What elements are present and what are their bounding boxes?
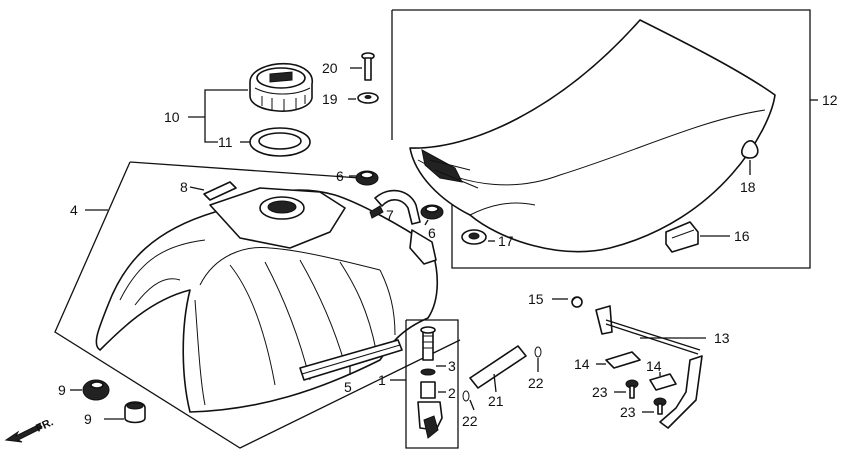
callout-9-lower: 9 (84, 411, 92, 427)
bolt-23-upper (614, 379, 639, 399)
callout-14-right: 14 (646, 358, 662, 374)
callout-20: 20 (322, 60, 338, 76)
fuel-tank-frame (54, 161, 461, 449)
damper-6-upper (349, 170, 379, 186)
bolt-20 (350, 52, 375, 81)
callout-2: 2 (448, 385, 456, 401)
front-direction-arrow: FR. (4, 416, 55, 443)
rubber-17 (461, 229, 495, 245)
clip-22-lower (462, 390, 475, 411)
bolt-23-lower (642, 397, 667, 415)
callout-13: 13 (714, 330, 730, 346)
gasket-11 (240, 127, 311, 157)
damper-9-upper (70, 379, 110, 401)
callout-23-upper: 23 (592, 384, 608, 400)
callout-11: 11 (218, 134, 233, 150)
fuel-valve-frame (390, 319, 459, 449)
callout-18: 18 (740, 179, 756, 195)
rubber-strip-5 (299, 339, 403, 381)
emblem-8 (189, 181, 237, 201)
bracket-14-right (649, 372, 677, 391)
callout-bracket-10-11 (204, 89, 248, 143)
callout-10: 10 (164, 109, 180, 125)
callout-14-left: 14 (574, 356, 590, 372)
washer-19 (348, 92, 379, 104)
seat-bracket-16 (665, 221, 730, 253)
fuel-cap-10 (249, 62, 314, 112)
callout-5: 5 (344, 379, 352, 395)
seat-lock-rod-13 (595, 305, 706, 429)
callout-15: 15 (528, 291, 544, 307)
callout-22-right: 22 (528, 375, 544, 391)
callout-6-upper: 6 (336, 168, 344, 184)
clip-22-upper (534, 346, 542, 372)
callout-12: 12 (822, 92, 838, 108)
callout-16: 16 (734, 228, 750, 244)
callout-9-upper: 9 (58, 382, 66, 398)
callout-8: 8 (180, 179, 188, 195)
spring-15 (552, 296, 583, 308)
callout-23-lower: 23 (620, 404, 636, 420)
callout-3: 3 (448, 358, 456, 374)
strap-7 (369, 189, 421, 225)
callout-17: 17 (498, 233, 514, 249)
damper-6-right (420, 204, 444, 226)
fuel-hose-21 (469, 345, 527, 393)
callout-labels: 1 2 3 4 5 6 6 7 8 9 9 10 11 12 13 14 14 … (58, 60, 838, 429)
front-direction-label: FR. (34, 416, 55, 434)
callout-4: 4 (70, 202, 78, 218)
callout-7: 7 (386, 207, 394, 223)
callout-1: 1 (378, 372, 386, 388)
callout-19: 19 (322, 91, 338, 107)
seat (409, 19, 776, 253)
callout-22-left: 22 (462, 413, 478, 429)
seat-cushion-18 (741, 140, 759, 175)
seat-group-frame (391, 9, 818, 269)
damper-9-lower (104, 401, 146, 424)
callout-6-lower: 6 (428, 225, 436, 241)
fuel-valve (417, 326, 446, 439)
callout-21: 21 (488, 393, 504, 409)
bracket-14-left (596, 351, 641, 369)
